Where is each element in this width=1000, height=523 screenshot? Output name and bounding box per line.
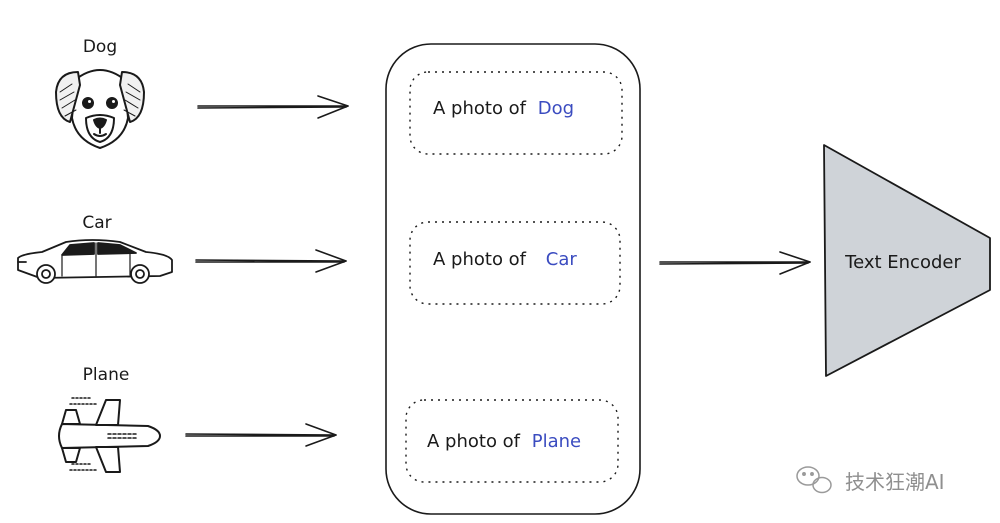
prompt-text-plane: A photo of Plane [427, 431, 581, 452]
input-label-plane: Plane [83, 365, 130, 385]
prompt-class-dog: Dog [538, 98, 574, 119]
car-icon [17, 239, 173, 284]
prompt-text-car: A photo of Car [433, 249, 577, 270]
prompt-class-plane: Plane [532, 431, 581, 452]
prompt-text-dog: A photo of Dog [433, 98, 574, 119]
prompt-prefix: A photo of [427, 431, 521, 452]
input-label-car: Car [82, 213, 111, 233]
prompt-box-dog [409, 71, 623, 155]
prompt-container [385, 43, 641, 515]
wechat-icon [796, 466, 832, 494]
prompt-prefix: A photo of [433, 249, 527, 270]
arrow-dog-to-prompt [197, 95, 349, 119]
text-encoder-block [823, 144, 991, 377]
dog-face-icon [55, 69, 145, 149]
arrow-car-to-prompt [195, 249, 347, 273]
prompt-box-plane [405, 399, 619, 483]
watermark-text: 技术狂潮AI [845, 470, 945, 494]
prompt-class-car: Car [546, 249, 578, 270]
input-label-dog: Dog [83, 37, 117, 57]
text-encoder-label: Text Encoder [844, 252, 961, 273]
prompt-prefix: A photo of [433, 98, 527, 119]
prompt-box-car [409, 221, 621, 305]
airplane-icon [58, 397, 161, 473]
arrow-plane-to-prompt [185, 423, 337, 447]
arrow-prompts-to-encoder [659, 251, 811, 275]
